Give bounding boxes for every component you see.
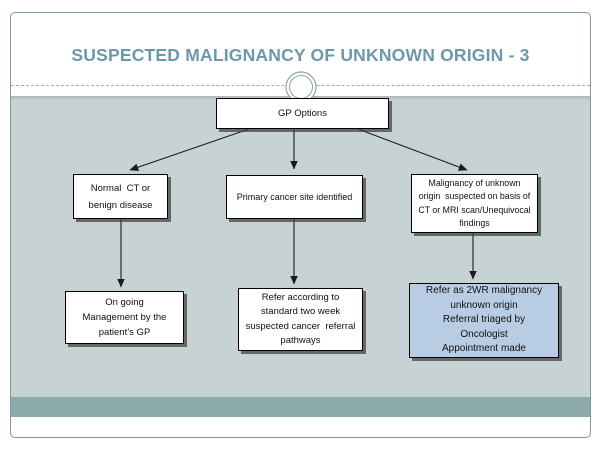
flow-node-malignancy-unknown: Malignancy of unknown origin suspected o…	[411, 174, 538, 233]
flow-node-label: Normal CT or benign disease	[88, 182, 153, 211]
flow-node-label: GP Options	[278, 108, 327, 119]
flow-node-label: Malignancy of unknown origin suspected o…	[418, 177, 531, 229]
flow-node-label: Refer as 2WR malignancy unknown origin R…	[425, 285, 543, 355]
flow-node-label: Refer according to standard two week sus…	[245, 291, 356, 347]
flow-node-gp-options: GP Options	[216, 98, 389, 129]
footer-band	[11, 397, 590, 417]
flow-node-label: Primary cancer site identified	[236, 191, 353, 202]
flow-node-normal-ct: Normal CT or benign disease	[73, 174, 168, 219]
flow-node-two-week-referral: Refer according to standard two week sus…	[238, 288, 363, 351]
slide-title: SUSPECTED MALIGNANCY OF UNKNOWN ORIGIN -…	[71, 45, 530, 65]
flow-node-primary-site: Primary cancer site identified	[226, 175, 363, 219]
slide-body-background	[11, 96, 590, 417]
flow-node-2wr-referral: Refer as 2WR malignancy unknown origin R…	[409, 283, 559, 358]
slide: SUSPECTED MALIGNANCY OF UNKNOWN ORIGIN -…	[10, 12, 591, 438]
flow-node-ongoing-gp-management: On going Management by the patient’s GP	[65, 291, 184, 344]
flow-node-label: On going Management by the patient’s GP	[82, 297, 167, 338]
circle-ornament-icon	[285, 71, 317, 103]
